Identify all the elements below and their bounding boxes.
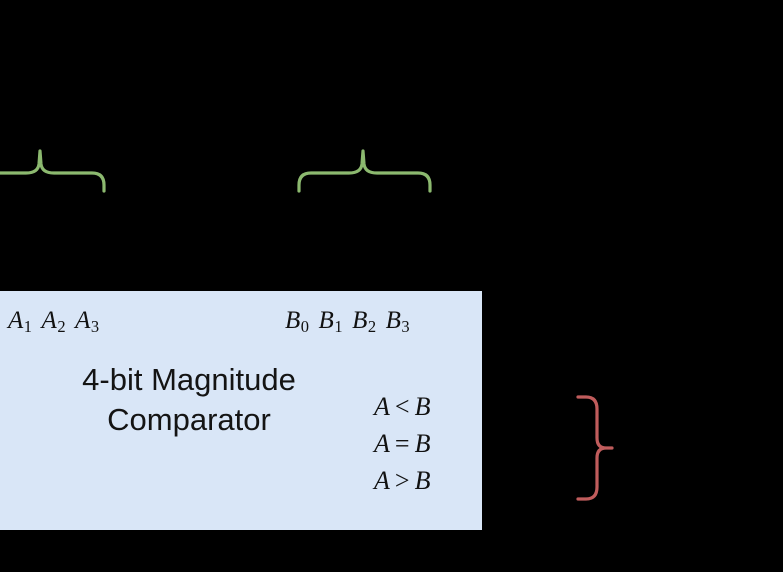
input-bus-b-labels: B0 B1 B2 B3 bbox=[285, 307, 413, 337]
input-bit-label: A2 bbox=[41, 307, 67, 336]
output-line: A<B bbox=[374, 389, 430, 426]
input-bit-index: 2 bbox=[367, 316, 377, 336]
input-bit-index: 3 bbox=[401, 316, 411, 336]
input-bit-index: 1 bbox=[23, 316, 33, 336]
input-bit-index: 0 bbox=[300, 316, 310, 336]
comparator-outputs: A<B A=B A>B bbox=[374, 389, 430, 500]
input-bus-b-brace-icon bbox=[297, 149, 432, 193]
input-bit-label: B1 bbox=[318, 307, 344, 336]
output-operator: < bbox=[394, 392, 410, 421]
input-bus-a-brace-icon bbox=[0, 149, 106, 193]
output-line: A=B bbox=[374, 426, 430, 463]
input-bit-label: A3 bbox=[75, 307, 100, 336]
input-bit-label: A1 bbox=[8, 307, 33, 336]
output-operand-left: A bbox=[374, 428, 390, 458]
output-operand-right: B bbox=[414, 392, 431, 421]
output-operand-left: A bbox=[374, 465, 390, 495]
input-bit-index: 3 bbox=[90, 316, 100, 336]
output-brace-icon bbox=[576, 395, 614, 501]
block-title-line-1: 4-bit Magnitude bbox=[82, 362, 296, 397]
output-operand-left: A bbox=[374, 392, 390, 421]
input-bus-a-brace-path bbox=[0, 149, 106, 193]
block-title-line-2: Comparator bbox=[107, 401, 271, 437]
input-bit-label: B3 bbox=[385, 307, 411, 336]
input-bit-label: B0 bbox=[285, 307, 310, 336]
block-title: 4-bit Magnitude Comparator bbox=[24, 360, 354, 439]
output-operand-right: B bbox=[414, 465, 431, 495]
input-bit-index: 1 bbox=[334, 316, 344, 336]
output-operator: = bbox=[394, 428, 410, 458]
input-bus-a-labels: A1 A2 A3 bbox=[8, 307, 103, 337]
output-brace-path bbox=[576, 395, 614, 501]
output-operand-right: B bbox=[414, 428, 431, 458]
output-line: A>B bbox=[374, 463, 430, 500]
input-bit-label: B2 bbox=[352, 307, 377, 336]
input-bus-b-brace-path bbox=[297, 149, 432, 193]
input-bit-index: 2 bbox=[57, 316, 67, 336]
output-operator: > bbox=[394, 465, 410, 495]
